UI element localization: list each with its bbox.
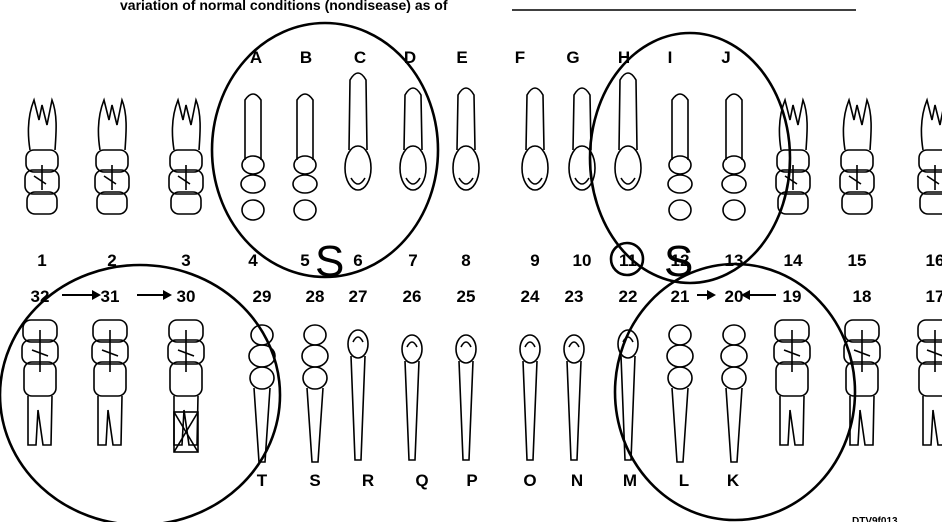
primary-letter-L: L bbox=[679, 471, 689, 490]
tooth-number-9: 9 bbox=[530, 251, 539, 270]
tooth-number-29: 29 bbox=[253, 287, 272, 306]
tooth-number-19: 19 bbox=[783, 287, 802, 306]
tooth-number-23: 23 bbox=[565, 287, 584, 306]
figure-id: DTV9f013 bbox=[852, 516, 898, 522]
lower-teeth-row bbox=[22, 320, 942, 462]
primary-letter-M: M bbox=[623, 471, 637, 490]
tooth-number-8: 8 bbox=[461, 251, 470, 270]
tooth-number-20: 20 bbox=[725, 287, 744, 306]
circle-lower-left bbox=[0, 265, 280, 522]
tooth-number-15: 15 bbox=[848, 251, 867, 270]
s-mark-right: S bbox=[664, 237, 693, 286]
primary-letter-P: P bbox=[466, 471, 477, 490]
tooth-number-28: 28 bbox=[306, 287, 325, 306]
primary-letter-S: S bbox=[309, 471, 320, 490]
upper-tooth-6 bbox=[345, 73, 371, 190]
tooth-number-31: 31 bbox=[101, 287, 120, 306]
upper-tooth-4 bbox=[241, 94, 265, 220]
primary-letter-R: R bbox=[362, 471, 374, 490]
upper-teeth-row bbox=[25, 73, 942, 220]
upper-tooth-9 bbox=[522, 88, 548, 190]
primary-letter-T: T bbox=[257, 471, 268, 490]
upper-tooth-11 bbox=[615, 73, 641, 190]
upper-tooth-14 bbox=[776, 100, 810, 214]
primary-letter-K: K bbox=[727, 471, 740, 490]
primary-letter-D: D bbox=[404, 48, 416, 67]
primary-letter-C: C bbox=[354, 48, 366, 67]
primary-letter-O: O bbox=[523, 471, 536, 490]
lower-tooth-17 bbox=[917, 320, 942, 445]
lower-tooth-20 bbox=[721, 325, 747, 462]
lower-tooth-28 bbox=[302, 325, 328, 462]
tooth-number-6: 6 bbox=[353, 251, 362, 270]
lower-tooth-27 bbox=[348, 330, 368, 460]
tooth-number-21: 21 bbox=[671, 287, 690, 306]
upper-tooth-1 bbox=[25, 100, 59, 214]
lower-tooth-21 bbox=[667, 325, 693, 462]
upper-tooth-13 bbox=[722, 94, 746, 220]
tooth-number-5: 5 bbox=[300, 251, 309, 270]
upper-tooth-3 bbox=[169, 100, 203, 214]
upper-tooth-2 bbox=[95, 100, 129, 214]
lower-tooth-30 bbox=[168, 320, 204, 452]
tooth-number-14: 14 bbox=[784, 251, 803, 270]
tooth-number-4: 4 bbox=[248, 251, 258, 270]
upper-tooth-5 bbox=[293, 94, 317, 220]
primary-letter-B: B bbox=[300, 48, 312, 67]
lower-tooth-19 bbox=[774, 320, 810, 445]
lower-tooth-32 bbox=[22, 320, 58, 445]
primary-letter-G: G bbox=[566, 48, 579, 67]
upper-tooth-7 bbox=[400, 88, 426, 190]
tooth-number-7: 7 bbox=[408, 251, 417, 270]
tooth-number-30: 30 bbox=[177, 287, 196, 306]
primary-letter-I: I bbox=[668, 48, 673, 67]
tooth-number-16: 16 bbox=[926, 251, 942, 270]
upper-tooth-16 bbox=[918, 100, 942, 214]
tooth-number-25: 25 bbox=[457, 287, 476, 306]
tooth-number-10: 10 bbox=[573, 251, 592, 270]
tooth-number-1: 1 bbox=[37, 251, 46, 270]
lower-tooth-26 bbox=[402, 335, 422, 460]
primary-letter-J: J bbox=[721, 48, 730, 67]
upper-tooth-8 bbox=[453, 88, 479, 190]
tooth-number-17: 17 bbox=[926, 287, 942, 306]
primary-letter-N: N bbox=[571, 471, 583, 490]
tooth-number-27: 27 bbox=[349, 287, 368, 306]
lower-tooth-24 bbox=[520, 335, 540, 460]
primary-letter-Q: Q bbox=[415, 471, 428, 490]
lower-tooth-23 bbox=[564, 335, 584, 460]
upper-tooth-12 bbox=[668, 94, 692, 220]
tooth-number-3: 3 bbox=[181, 251, 190, 270]
tooth-number-26: 26 bbox=[403, 287, 422, 306]
tooth-number-18: 18 bbox=[853, 287, 872, 306]
lower-tooth-31 bbox=[92, 320, 128, 445]
primary-letter-E: E bbox=[456, 48, 467, 67]
header-text: variation of normal conditions (nondisea… bbox=[120, 0, 448, 13]
s-mark-left: S bbox=[315, 237, 344, 286]
tooth-number-24: 24 bbox=[521, 287, 540, 306]
upper-tooth-15 bbox=[840, 100, 874, 214]
tooth-number-22: 22 bbox=[619, 287, 638, 306]
lower-tooth-25 bbox=[456, 335, 476, 460]
primary-letter-F: F bbox=[515, 48, 525, 67]
